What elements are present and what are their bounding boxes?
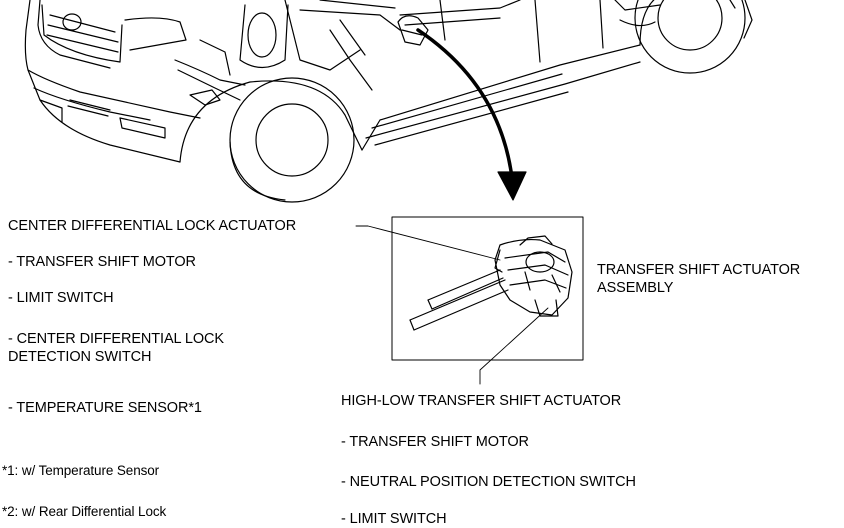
assembly-label-line2: ASSEMBLY [597,280,674,296]
center-lock-actuator-label: CENTER DIFFERENTIAL LOCK ACTUATOR [8,218,297,234]
center-item-lock-detection-line2: DETECTION SWITCH [8,349,152,365]
high-low-actuator-label: HIGH-LOW TRANSFER SHIFT ACTUATOR [341,393,622,409]
center-item-temperature-sensor: - TEMPERATURE SENSOR*1 [8,400,202,416]
detail-box [391,216,584,361]
assembly-label-line1: TRANSFER SHIFT ACTUATOR [597,262,801,278]
high-low-item-shift-motor: - TRANSFER SHIFT MOTOR [341,434,529,450]
high-low-item-neutral-switch: - NEUTRAL POSITION DETECTION SWITCH [341,474,636,490]
center-item-limit-switch: - LIMIT SWITCH [8,290,114,306]
arrow-head [497,171,527,201]
actuator-illustration [409,235,573,331]
center-item-shift-motor: - TRANSFER SHIFT MOTOR [8,254,196,270]
leader-center-lock [355,225,501,261]
arrow-shaft [416,28,514,180]
footnote-2: *2: w/ Rear Differential Lock [2,504,167,519]
footnote-1: *1: w/ Temperature Sensor [2,463,160,478]
center-item-lock-detection-line1: - CENTER DIFFERENTIAL LOCK [8,331,224,347]
high-low-item-limit-switch: - LIMIT SWITCH [341,511,447,527]
leader-high-low [479,307,549,385]
vehicle-illustration [24,0,753,203]
